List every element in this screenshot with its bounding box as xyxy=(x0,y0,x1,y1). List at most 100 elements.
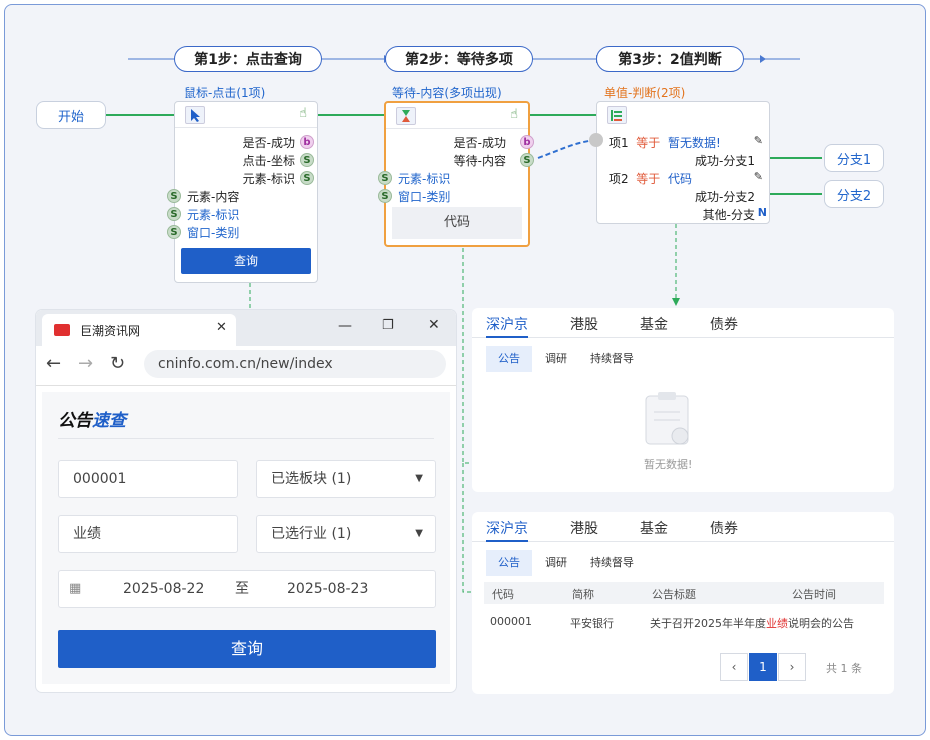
judge-item2: 项2 等于 代码 xyxy=(609,172,692,186)
node-mouse-click[interactable]: ☝ 是否-成功 b 点击-坐标 S 元素-标识 S S 元素-内容 S 元素-标… xyxy=(167,101,318,283)
node1-query-button[interactable]: 查询 xyxy=(181,248,311,274)
edit-icon[interactable]: ✎ xyxy=(753,134,763,147)
bool-badge-icon: b xyxy=(520,135,534,149)
header-title: 公告标题 xyxy=(652,588,696,601)
string-badge-icon: S xyxy=(167,225,181,239)
edit-icon[interactable]: ✎ xyxy=(753,170,763,183)
bool-badge-icon: b xyxy=(300,135,314,149)
dropdown-arrow-icon: ▼ xyxy=(415,528,423,539)
cell-title[interactable]: 关于召开2025年半年度业绩说明会的公告 xyxy=(650,617,854,630)
browser-window: 巨潮资讯网 ✕ — ❐ ✕ ← → ↻ cninfo.com.cn/new/in… xyxy=(36,310,456,692)
node2-output-0: 是否-成功 xyxy=(453,136,506,150)
window-close-icon[interactable]: ✕ xyxy=(428,317,440,333)
subtab-announcement[interactable]: 公告 xyxy=(486,550,532,576)
node-value-judge[interactable]: 项1 等于 暂无数据! ✎ 成功-分支1 项2 等于 代码 ✎ 成功-分支2 其… xyxy=(589,101,770,224)
judge-item1: 项1 等于 暂无数据! xyxy=(609,136,721,150)
node1-input-2: 窗口-类别 xyxy=(187,226,240,240)
string-badge-icon: S xyxy=(167,207,181,221)
brand-logo: 公告速查 xyxy=(58,411,126,431)
industry-select[interactable]: 已选行业 (1)▼ xyxy=(256,515,436,553)
subtab-supervision[interactable]: 持续督导 xyxy=(590,556,634,569)
code-input[interactable]: 000001 xyxy=(58,460,238,498)
node2-title: 等待-内容(多项出现) xyxy=(392,86,502,100)
subtab-announcement[interactable]: 公告 xyxy=(486,346,532,372)
start-node[interactable]: 开始 xyxy=(36,101,106,129)
back-icon[interactable]: ← xyxy=(46,353,62,374)
header-name: 简称 xyxy=(572,588,594,601)
tab-fund[interactable]: 基金 xyxy=(640,317,668,333)
hand-cursor-icon: ☝ xyxy=(510,107,518,122)
browser-tab[interactable]: 巨潮资讯网 ✕ xyxy=(42,314,236,346)
calendar-icon: ▦ xyxy=(69,581,82,596)
string-badge-icon: S xyxy=(520,153,534,167)
hourglass-icon xyxy=(396,107,416,125)
prev-page-icon[interactable]: ‹ xyxy=(720,653,748,681)
string-badge-icon: S xyxy=(300,153,314,167)
search-page: 公告速查 000001 已选板块 (1)▼ 业绩 已选行业 (1)▼ ▦ 202… xyxy=(42,392,450,684)
node1-input-0: 元素-内容 xyxy=(187,190,240,204)
node2-output-1: 等待-内容 xyxy=(453,154,506,168)
next-page-icon[interactable]: › xyxy=(778,653,806,681)
hand-cursor-icon: ☝ xyxy=(299,106,307,121)
input-port-icon[interactable] xyxy=(589,133,603,147)
cell-code: 000001 xyxy=(490,615,532,628)
minimize-icon[interactable]: — xyxy=(338,318,352,334)
empty-text: 暂无数据! xyxy=(644,458,693,471)
node1-output-2: 元素-标识 xyxy=(242,172,295,186)
restore-icon[interactable]: ❐ xyxy=(382,318,394,333)
keyword-input[interactable]: 业绩 xyxy=(58,515,238,553)
node1-output-0: 是否-成功 xyxy=(242,136,295,150)
date-from[interactable]: 2025-08-22 xyxy=(123,581,205,597)
judge-out3: 其他-分支 xyxy=(702,208,755,222)
data-link-wait-content xyxy=(537,139,597,159)
dropdown-arrow-icon: ▼ xyxy=(415,473,423,484)
node-wait-content[interactable]: ☝ 是否-成功 b 等待-内容 S S 元素-标识 S 窗口-类别 代码 xyxy=(378,101,534,247)
node2-input-1: 窗口-类别 xyxy=(398,190,451,204)
search-button[interactable]: 查询 xyxy=(58,630,436,668)
tab-hk[interactable]: 港股 xyxy=(570,317,598,333)
node2-content-box[interactable]: 代码 xyxy=(392,207,522,239)
total-count: 共 1 条 xyxy=(826,662,862,675)
string-badge-icon: S xyxy=(378,171,392,185)
node1-title: 鼠标-点击(1项) xyxy=(184,86,266,100)
branch-2-node[interactable]: 分支2 xyxy=(824,180,884,208)
branch-1-node[interactable]: 分支1 xyxy=(824,144,884,172)
reload-icon[interactable]: ↻ xyxy=(110,353,126,374)
tab-szhj[interactable]: 深沪京 xyxy=(486,521,528,537)
header-time: 公告时间 xyxy=(792,588,836,601)
tab-szhj[interactable]: 深沪京 xyxy=(486,317,528,333)
step-3: 第3步：2值判断 xyxy=(596,46,744,72)
empty-clipboard-icon xyxy=(645,392,689,445)
subtab-research[interactable]: 调研 xyxy=(545,556,567,569)
mouse-pointer-icon xyxy=(185,106,205,124)
tab-bond[interactable]: 债券 xyxy=(710,521,738,537)
judge-out1: 成功-分支1 xyxy=(695,154,755,168)
node2-input-0: 元素-标识 xyxy=(398,172,451,186)
date-range-picker[interactable]: ▦ 2025-08-22 至 2025-08-23 xyxy=(58,570,436,608)
url-bar[interactable]: cninfo.com.cn/new/index xyxy=(144,350,446,378)
node3-title: 单值-判断(2项) xyxy=(604,86,686,100)
branch-list-icon xyxy=(607,106,627,124)
result-panel-empty: 深沪京 港股 基金 债券 公告 调研 持续督导 暂无数据! xyxy=(472,308,894,492)
result-panel-table: 深沪京 港股 基金 债券 公告 调研 持续督导 代码 简称 公告标题 公告时间 … xyxy=(472,512,894,694)
date-to[interactable]: 2025-08-23 xyxy=(287,581,369,597)
step-2: 第2步：等待多项 xyxy=(385,46,533,72)
string-badge-icon: S xyxy=(167,189,181,203)
table-header xyxy=(484,582,884,604)
subtab-research[interactable]: 调研 xyxy=(545,352,567,365)
page-number[interactable]: 1 xyxy=(749,653,777,681)
node1-output-1: 点击-坐标 xyxy=(242,154,295,168)
board-select[interactable]: 已选板块 (1)▼ xyxy=(256,460,436,498)
site-favicon-icon xyxy=(54,324,70,336)
node1-input-1: 元素-标识 xyxy=(187,208,240,222)
pointer-code-header xyxy=(462,463,488,593)
tab-title: 巨潮资讯网 xyxy=(80,324,141,338)
step-arrowhead xyxy=(760,55,766,63)
tab-hk[interactable]: 港股 xyxy=(570,521,598,537)
subtab-supervision[interactable]: 持续督导 xyxy=(590,352,634,365)
tab-close-icon[interactable]: ✕ xyxy=(216,320,227,335)
tab-fund[interactable]: 基金 xyxy=(640,521,668,537)
forward-icon[interactable]: → xyxy=(78,353,94,374)
tab-bond[interactable]: 债券 xyxy=(710,317,738,333)
judge-out2: 成功-分支2 xyxy=(695,190,755,204)
